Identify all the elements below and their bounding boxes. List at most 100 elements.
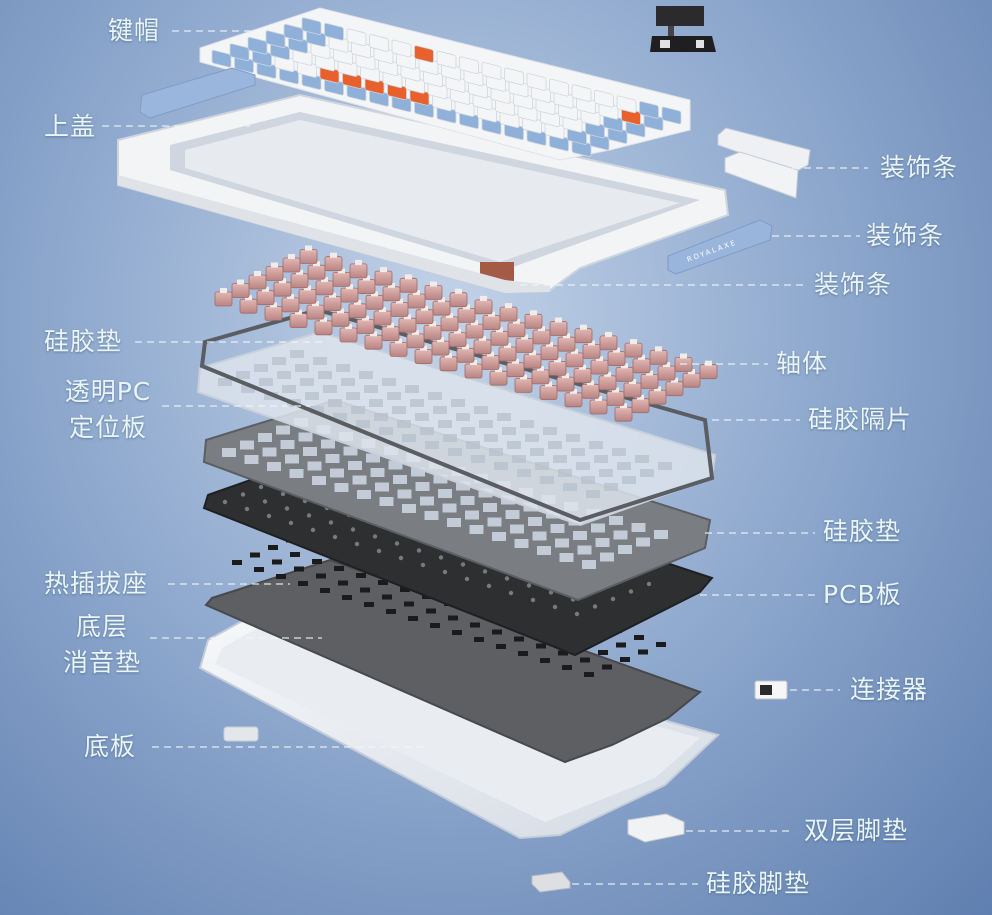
grey-plate-hole bbox=[379, 497, 394, 506]
plate-hole bbox=[290, 350, 304, 358]
keycap bbox=[229, 43, 250, 62]
switch-stem bbox=[562, 373, 569, 379]
switch bbox=[349, 263, 368, 279]
plate-hole bbox=[438, 420, 452, 428]
grey-plate-hole bbox=[532, 531, 547, 541]
switch-stem bbox=[545, 381, 552, 387]
grey-plate-hole bbox=[240, 440, 254, 450]
plate-hole bbox=[530, 448, 544, 456]
pcb-hole bbox=[328, 520, 334, 525]
switch-stem bbox=[612, 387, 619, 393]
pcb-hole bbox=[464, 576, 470, 582]
pcb-hole bbox=[508, 590, 514, 596]
grey-plate-hole bbox=[559, 553, 574, 562]
switch bbox=[464, 363, 483, 379]
keycap bbox=[436, 50, 457, 69]
hotswap-socket bbox=[430, 623, 440, 628]
hotswap-socket bbox=[452, 630, 462, 635]
grey-plate-hole bbox=[411, 467, 425, 477]
plate-hole bbox=[489, 448, 503, 456]
plate-hole bbox=[451, 399, 465, 407]
label-silicone-pad-top: 硅胶垫 bbox=[44, 327, 123, 356]
switch bbox=[539, 385, 558, 401]
grey-plate-hole bbox=[613, 530, 628, 540]
switch-stem bbox=[254, 271, 261, 276]
hotswap-socket bbox=[536, 643, 546, 649]
switch-stem bbox=[271, 262, 278, 268]
plate-hole bbox=[512, 455, 526, 463]
plate-hole bbox=[333, 413, 347, 421]
plate-hole bbox=[497, 413, 511, 421]
switch bbox=[231, 283, 250, 298]
switch-stem bbox=[462, 344, 469, 350]
plate-hole bbox=[479, 420, 493, 428]
switch bbox=[623, 382, 642, 398]
switch bbox=[264, 305, 283, 321]
switch bbox=[564, 392, 583, 408]
keycap bbox=[247, 36, 268, 55]
switch bbox=[423, 324, 442, 340]
plate-hole bbox=[517, 469, 531, 477]
switch-stem bbox=[454, 328, 461, 334]
plate-hole bbox=[484, 434, 498, 442]
grey-plate-hole bbox=[609, 516, 623, 525]
switch bbox=[256, 290, 275, 306]
pcb-hole bbox=[350, 527, 356, 532]
switch-stem bbox=[705, 360, 712, 366]
plate-hole bbox=[589, 441, 603, 449]
switch-stem bbox=[337, 308, 344, 314]
grey-plate-hole bbox=[280, 440, 295, 449]
keycap bbox=[504, 67, 524, 86]
grey-plate-hole bbox=[483, 503, 497, 512]
plate-hole bbox=[540, 476, 554, 484]
switch-stem bbox=[445, 352, 452, 358]
switch bbox=[399, 277, 418, 293]
pcb-hole bbox=[310, 527, 316, 533]
switch-stem bbox=[680, 353, 687, 359]
hotswap-socket bbox=[232, 560, 242, 565]
switch-stem bbox=[404, 314, 411, 320]
switch-stem bbox=[596, 356, 603, 362]
plate-hole bbox=[218, 378, 232, 386]
pcb-hole bbox=[526, 583, 532, 588]
plate-hole bbox=[313, 357, 327, 365]
label-pcb: PCB板 bbox=[823, 580, 902, 609]
label-hotswap-sockets: 热插拔座 bbox=[44, 569, 149, 598]
hotswap-socket bbox=[638, 649, 648, 655]
plate-hole bbox=[566, 434, 580, 442]
plate-hole bbox=[461, 427, 475, 435]
switch bbox=[589, 399, 608, 415]
hotswap-socket bbox=[470, 622, 480, 628]
hotswap-socket bbox=[562, 665, 572, 670]
pcb-hole bbox=[646, 581, 652, 587]
plate-hole bbox=[272, 357, 286, 365]
grey-plate-hole bbox=[492, 532, 506, 541]
switch-stem bbox=[563, 333, 570, 339]
switch bbox=[598, 375, 617, 391]
plate-hole bbox=[581, 476, 595, 484]
switch bbox=[632, 358, 651, 374]
switch-stem bbox=[520, 374, 527, 380]
switch bbox=[548, 360, 567, 376]
keycap bbox=[616, 95, 637, 114]
switch-stem bbox=[388, 282, 395, 288]
switch bbox=[299, 249, 318, 264]
keycap bbox=[526, 73, 547, 91]
hotswap-socket bbox=[400, 587, 410, 592]
grey-plate-hole bbox=[582, 560, 596, 569]
switch-stem bbox=[512, 358, 519, 364]
switch-stem bbox=[580, 324, 587, 330]
switch-stem bbox=[346, 284, 353, 290]
switch bbox=[356, 319, 375, 334]
switch bbox=[381, 326, 400, 342]
switch bbox=[574, 328, 593, 344]
plate-hole bbox=[507, 441, 521, 449]
grey-plate-hole bbox=[577, 545, 592, 555]
switch bbox=[306, 304, 325, 320]
plate-hole bbox=[433, 406, 447, 414]
hotswap-socket bbox=[290, 552, 300, 557]
grey-plate-hole bbox=[636, 537, 650, 547]
pcb-hole bbox=[258, 484, 264, 490]
switch bbox=[382, 286, 401, 302]
